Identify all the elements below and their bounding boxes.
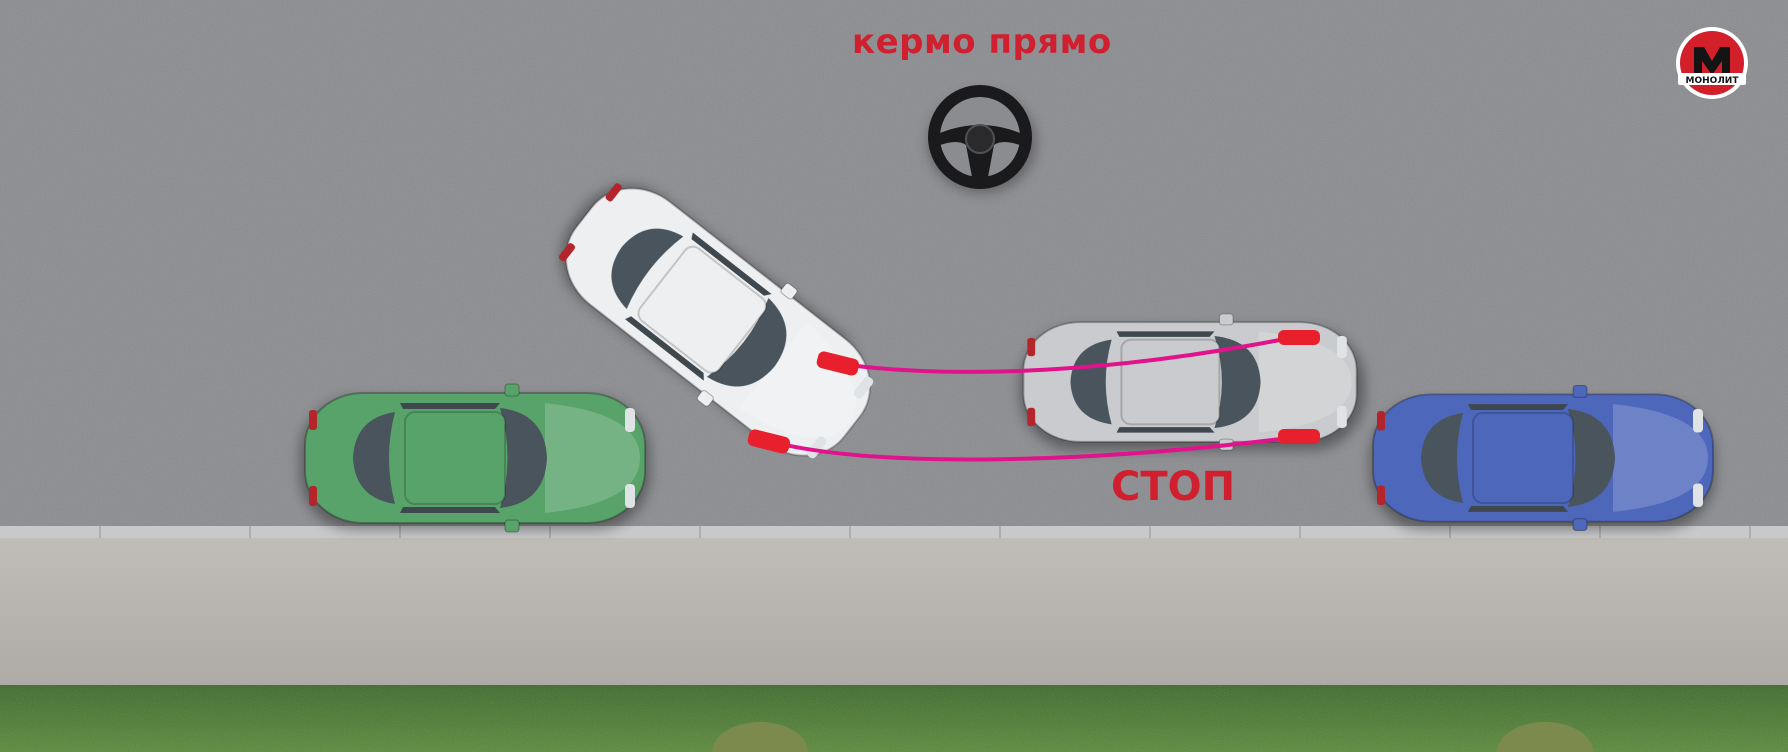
lower-trajectory-line — [766, 435, 1299, 462]
brand-logo-text: МОНОЛИТ — [1686, 76, 1740, 86]
rear-wheel-trajectories — [766, 335, 1299, 462]
wheel-marker — [816, 351, 860, 376]
upper-trajectory-line — [838, 335, 1297, 374]
steering-instruction-label: кермо прямо — [852, 22, 1112, 62]
wheel-markers — [747, 330, 1320, 454]
brand-logo-icon: МОНОЛИТ — [1676, 27, 1748, 99]
blue-parked-car — [1372, 384, 1714, 532]
wheel-marker — [1278, 330, 1320, 345]
stop-instruction-label: СТОП — [1111, 464, 1236, 510]
steering-wheel-icon — [928, 85, 1036, 193]
wheel-marker — [747, 429, 791, 454]
curb-joints — [99, 526, 1751, 538]
wheel-marker — [1278, 429, 1320, 444]
green-parked-car — [304, 383, 646, 533]
sidewalk — [0, 538, 1788, 685]
